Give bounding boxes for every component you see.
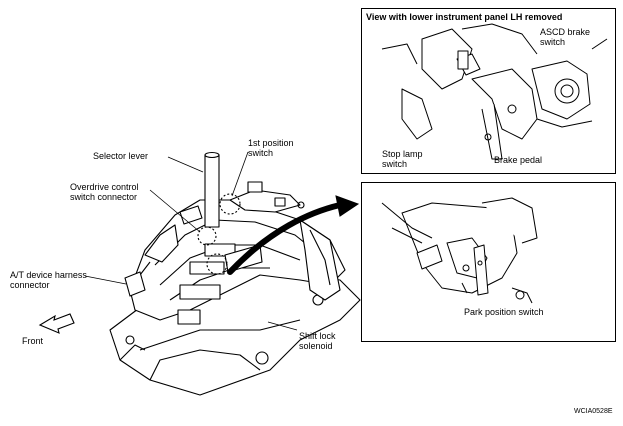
ascd-brake-switch-label: ASCD brake switch [540,27,591,47]
inset-title: View with lower instrument panel LH remo… [366,12,563,22]
at-harness-connector [124,271,146,297]
overdrive-connector-label: Overdrive control switch connector [70,182,139,202]
park-switch-drawing [381,197,538,304]
front-arrow [38,313,75,334]
shift-lock-solenoid-label: Shift lock solenoid [299,331,336,351]
inset-park-switch: Park position switch [361,182,616,342]
brake-pedal-drawing [381,23,608,160]
inset-brake-pedal: View with lower instrument panel LH remo… [361,8,616,174]
brake-pedal-label: Brake pedal [494,155,543,165]
at-harness-connector-label: A/T device harness connector [10,270,87,290]
selector-lever-label: Selector lever [93,151,149,161]
front-label: Front [22,336,44,346]
figure-code: WCIA0528E [574,408,613,415]
callout-arrow [227,202,343,275]
first-position-switch-label: 1st position switch [248,138,294,158]
park-position-switch-label: Park position switch [464,307,544,317]
stop-lamp-switch-label: Stop lamp switch [382,149,423,169]
selector-lever [204,154,220,228]
